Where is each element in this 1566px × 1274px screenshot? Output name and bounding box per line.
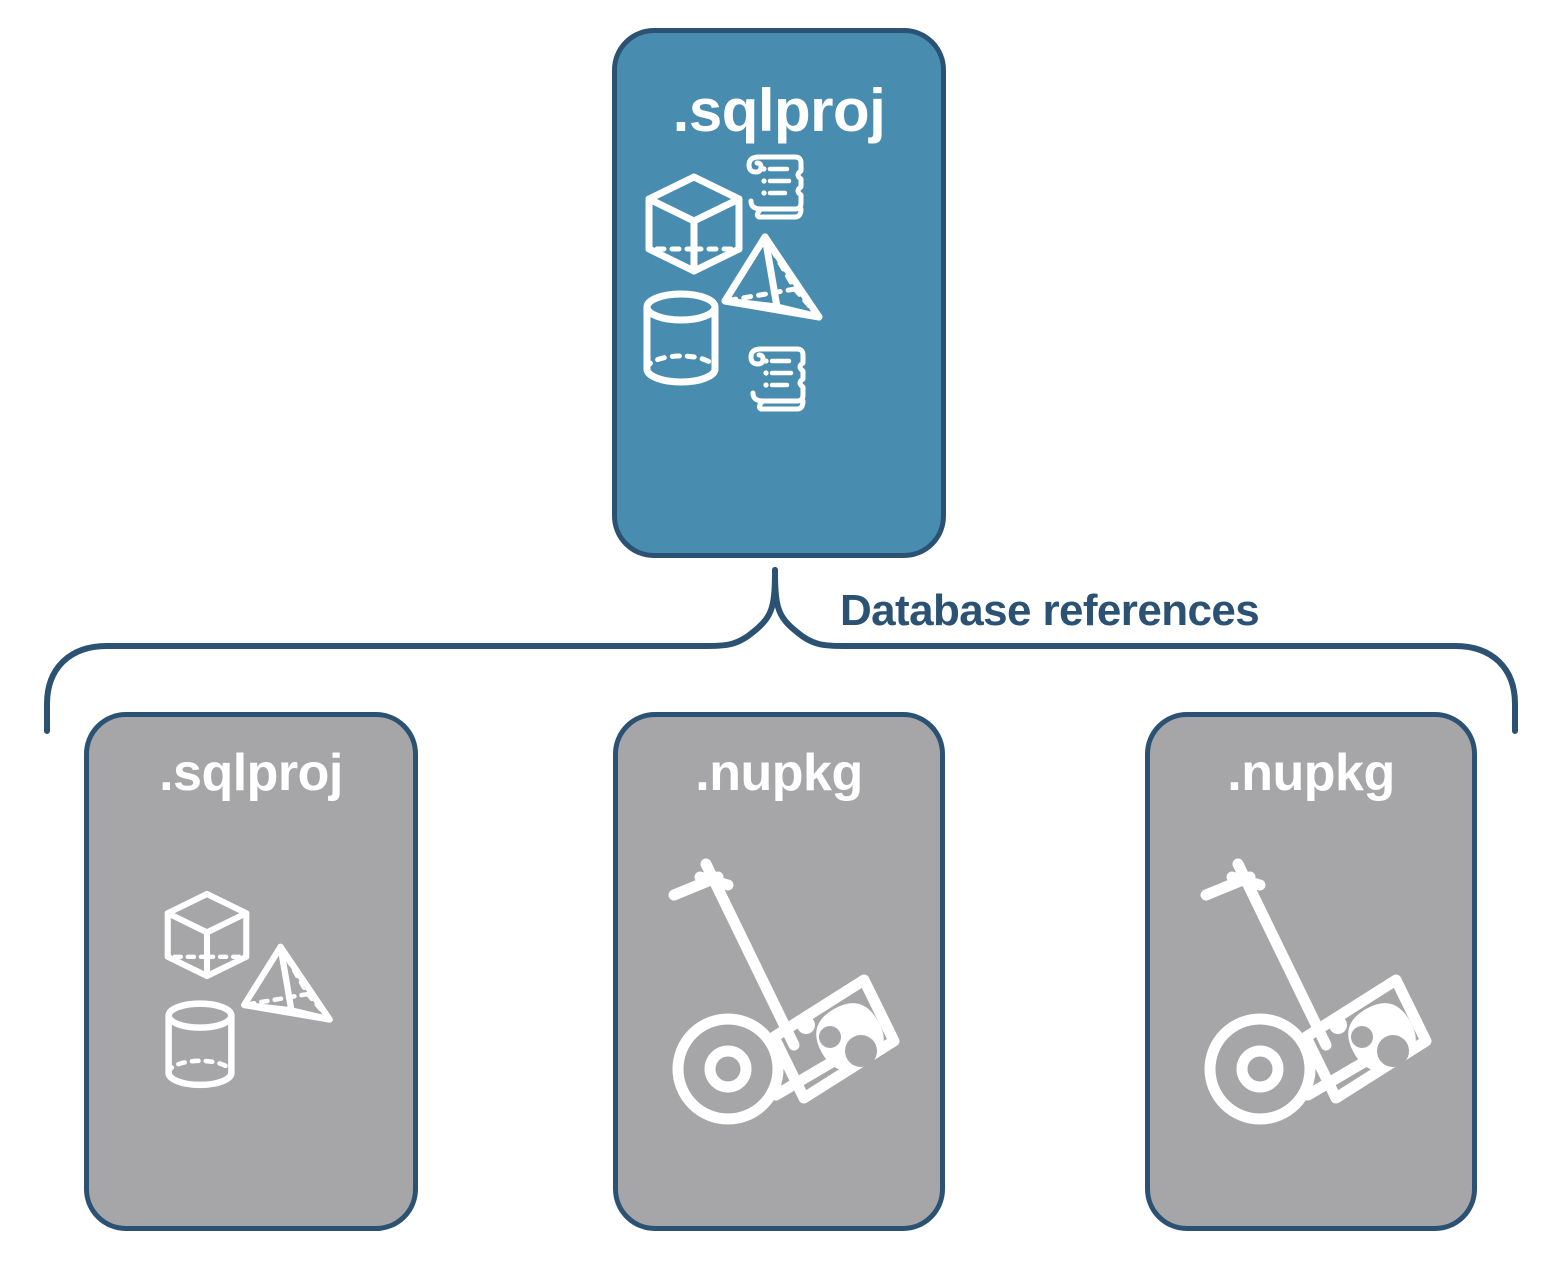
hand-truck-package-icon xyxy=(1200,858,1432,1125)
node-root-title: .sqlproj xyxy=(672,77,886,144)
script-scroll-icon xyxy=(748,346,806,412)
connector-label: Database references xyxy=(840,586,1260,635)
pyramid-icon xyxy=(241,943,333,1023)
cube-icon xyxy=(645,173,743,275)
cylinder-icon xyxy=(165,1000,235,1089)
script-scroll-icon xyxy=(746,154,804,220)
node-reference-title: .nupkg xyxy=(695,744,863,802)
node-reference-title: .nupkg xyxy=(1227,744,1395,802)
hand-truck-package-icon xyxy=(668,858,900,1125)
node-reference-icon-area xyxy=(618,799,940,1226)
node-root-icon-area xyxy=(617,141,941,553)
node-reference-icon-area xyxy=(89,799,413,1226)
node-root-sqlproj[interactable]: .sqlproj xyxy=(612,28,946,558)
pyramid-icon xyxy=(721,233,823,321)
node-reference-nupkg-2[interactable]: .nupkg xyxy=(1145,712,1477,1231)
node-reference-sqlproj[interactable]: .sqlproj xyxy=(84,712,418,1231)
cube-icon xyxy=(164,890,250,980)
node-reference-icon-area xyxy=(1150,799,1472,1226)
node-reference-nupkg-1[interactable]: .nupkg xyxy=(613,712,945,1231)
cylinder-icon xyxy=(643,290,719,386)
node-reference-title: .sqlproj xyxy=(159,744,343,802)
